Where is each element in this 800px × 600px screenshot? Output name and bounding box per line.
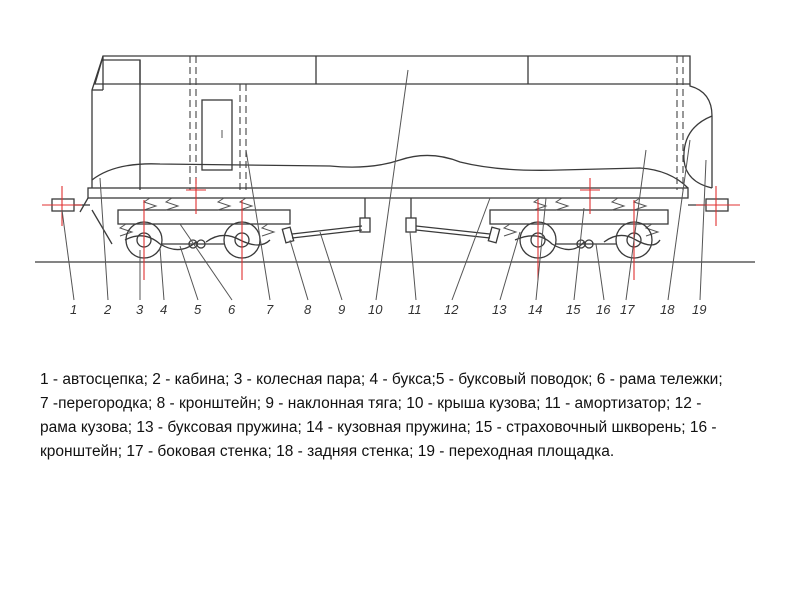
part-label-11: 11 bbox=[408, 302, 422, 317]
locomotive-diagram: 1 2 3 4 5 6 7 8 9 10 11 12 13 14 15 16 1… bbox=[35, 55, 755, 317]
body-frame bbox=[87, 187, 689, 199]
part-label-6: 6 bbox=[228, 302, 236, 317]
door bbox=[201, 99, 233, 171]
part-label-14: 14 bbox=[528, 302, 542, 317]
part-label-8: 8 bbox=[304, 302, 312, 317]
part-label-1: 1 bbox=[70, 302, 77, 317]
rear-coupler bbox=[688, 186, 740, 226]
part-label-10: 10 bbox=[368, 302, 383, 317]
part-label-7: 7 bbox=[266, 302, 274, 317]
body-outline bbox=[91, 55, 713, 188]
traction-rods bbox=[281, 198, 501, 244]
part-label-17: 17 bbox=[620, 302, 635, 317]
part-label-18: 18 bbox=[660, 302, 675, 317]
cab-skirt bbox=[91, 209, 113, 245]
part-label-12: 12 bbox=[444, 302, 459, 317]
part-label-2: 2 bbox=[103, 302, 112, 317]
part-label-5: 5 bbox=[194, 302, 202, 317]
part-label-16: 16 bbox=[596, 302, 611, 317]
part-label-4: 4 bbox=[160, 302, 167, 317]
part-label-15: 15 bbox=[566, 302, 581, 317]
front-bogie bbox=[117, 178, 291, 280]
legend-text: 1 - автосцепка; 2 - кабина; 3 - колесная… bbox=[40, 371, 723, 460]
part-label-13: 13 bbox=[492, 302, 507, 317]
cab-window bbox=[94, 59, 141, 85]
rear-wall-curve bbox=[683, 115, 713, 189]
front-coupler bbox=[42, 186, 90, 226]
part-number-labels: 1 2 3 4 5 6 7 8 9 10 11 12 13 14 15 16 1… bbox=[70, 302, 706, 317]
part-label-9: 9 bbox=[338, 302, 345, 317]
leader-lines bbox=[61, 69, 707, 301]
body-side-wave bbox=[91, 154, 689, 189]
part-label-19: 19 bbox=[692, 302, 706, 317]
rear-bogie bbox=[489, 178, 669, 280]
part-label-3: 3 bbox=[136, 302, 144, 317]
locomotive-drawing: 1 2 3 4 5 6 7 8 9 10 11 12 13 14 15 16 1… bbox=[35, 55, 755, 317]
